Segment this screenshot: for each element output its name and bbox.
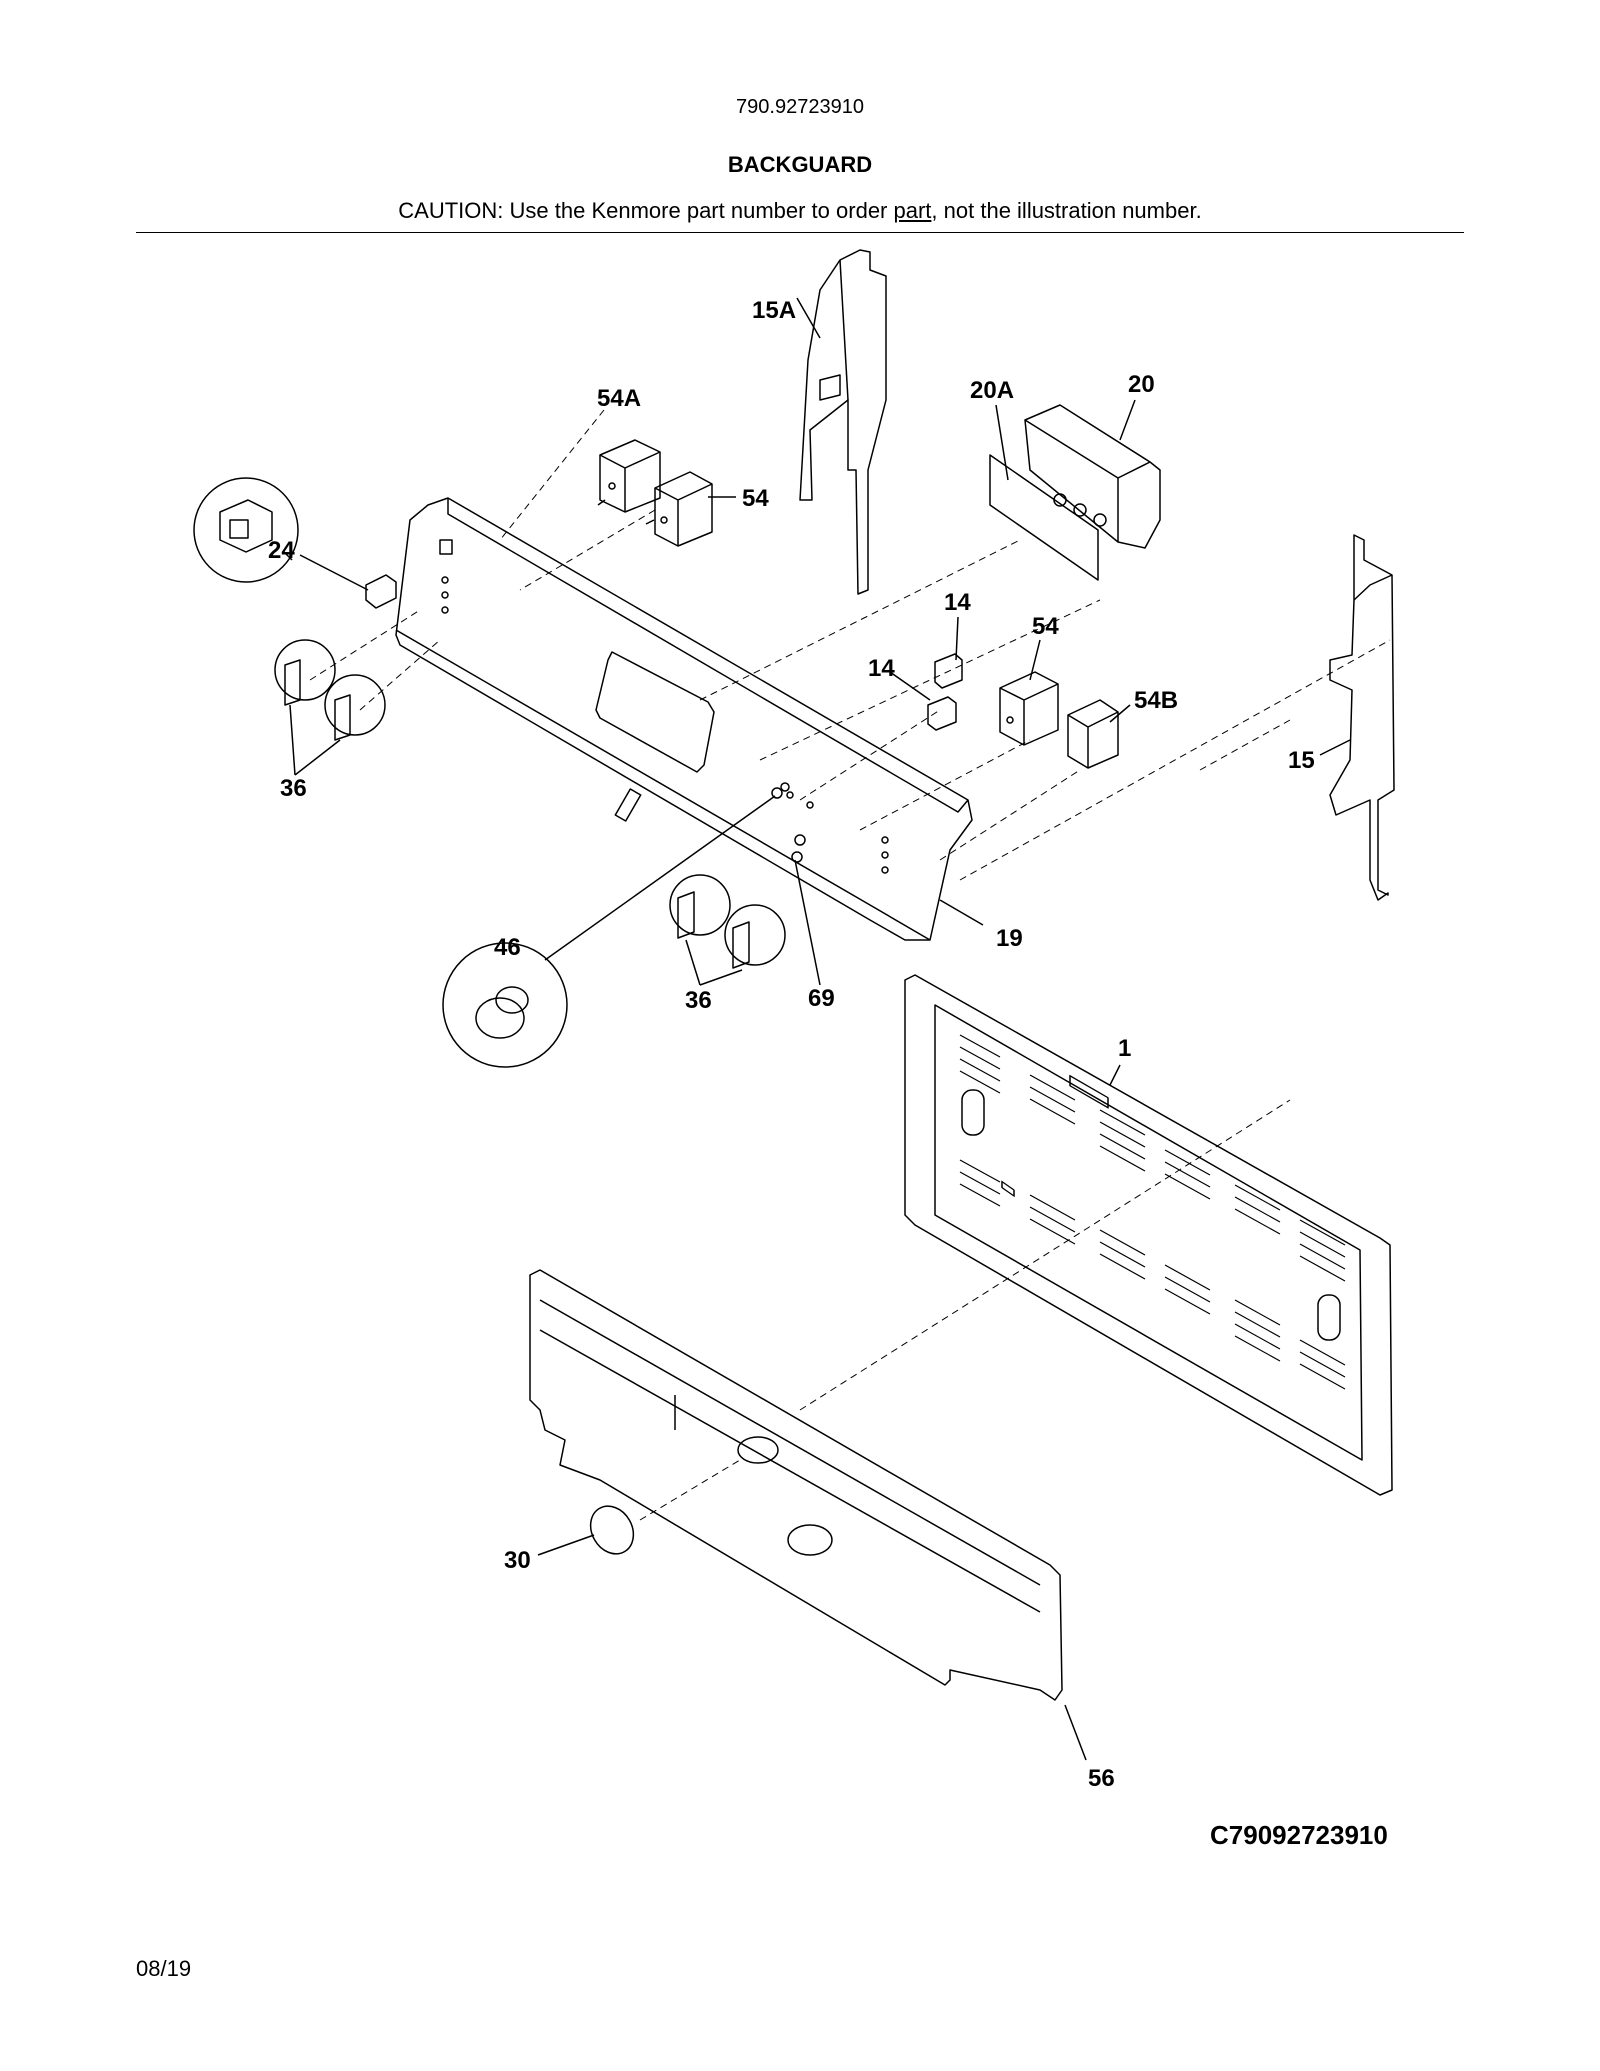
part-19-control-panel [395, 497, 973, 941]
callout-20a: 20A [970, 377, 1014, 404]
callout-20: 20 [1128, 371, 1155, 398]
callout-69: 69 [808, 985, 835, 1012]
part-30-hole-plug [589, 1505, 635, 1555]
part-15-right-end-bracket [1329, 534, 1395, 901]
callout-36-left: 36 [280, 775, 307, 802]
callout-54b: 54B [1134, 687, 1178, 714]
diagram-code: C79092723910 [1210, 1820, 1388, 1850]
part-24-rocker-switch [193, 477, 397, 609]
part-54a-infinite-switch [597, 439, 661, 513]
caution-note: CAUTION: Use the Kenmore part number to … [0, 198, 1600, 224]
part-54b-infinite-switch [1067, 699, 1119, 769]
part-36-knob-bottom-b [724, 904, 786, 969]
part-14-relay-left [927, 696, 957, 731]
callout-30: 30 [504, 1547, 531, 1574]
revision-date: 08/19 [136, 1956, 192, 1981]
callout-54a: 54A [597, 385, 641, 412]
callout-19: 19 [996, 925, 1023, 952]
callout-56: 56 [1088, 1765, 1115, 1792]
callout-15: 15 [1288, 747, 1315, 774]
part-69-screws [791, 834, 806, 863]
callout-54-top: 54 [742, 485, 769, 512]
part-1-rear-panel [904, 974, 1393, 1496]
caution-suffix: , not the illustration number. [931, 198, 1202, 223]
part-14-relay-top [934, 653, 963, 689]
model-number: 790.92723910 [736, 96, 864, 118]
callout-14-left: 14 [868, 655, 895, 682]
part-15a-left-end-bracket [799, 249, 887, 595]
leader-lines [283, 297, 1351, 1761]
part-36-knob-bottom-a [669, 874, 731, 939]
callout-54-mid: 54 [1032, 613, 1059, 640]
part-20-electronic-control [1024, 404, 1161, 1109]
part-46-plug-button [442, 782, 790, 1068]
section-title: BACKGUARD [727, 152, 873, 177]
callout-46: 46 [494, 934, 521, 961]
part-20a-overlay [989, 454, 1099, 1197]
leader-36-bottom-b [699, 969, 743, 986]
assembly-dashed-lines [309, 409, 1391, 1521]
callout-24: 24 [268, 537, 295, 564]
part-54-infinite-switch-mid [999, 671, 1059, 746]
callout-36-bottom: 36 [685, 987, 712, 1014]
callout-14-top: 14 [944, 589, 971, 616]
part-56-lower-panel [529, 1269, 1063, 1701]
part-36-knob-left-a [274, 639, 336, 706]
leader-36-left-b [294, 739, 341, 776]
part-36-knob-left-b [324, 674, 386, 741]
leader-36-bottom [685, 939, 701, 986]
leader-36-left [289, 704, 296, 776]
header-divider [136, 232, 1464, 233]
caution-link-part[interactable]: part [893, 198, 932, 223]
part-54-infinite-switch-top [645, 471, 713, 547]
callout-15a: 15A [752, 297, 796, 324]
callout-1: 1 [1118, 1035, 1131, 1062]
caution-prefix: CAUTION: Use the Kenmore part number to … [398, 198, 894, 223]
